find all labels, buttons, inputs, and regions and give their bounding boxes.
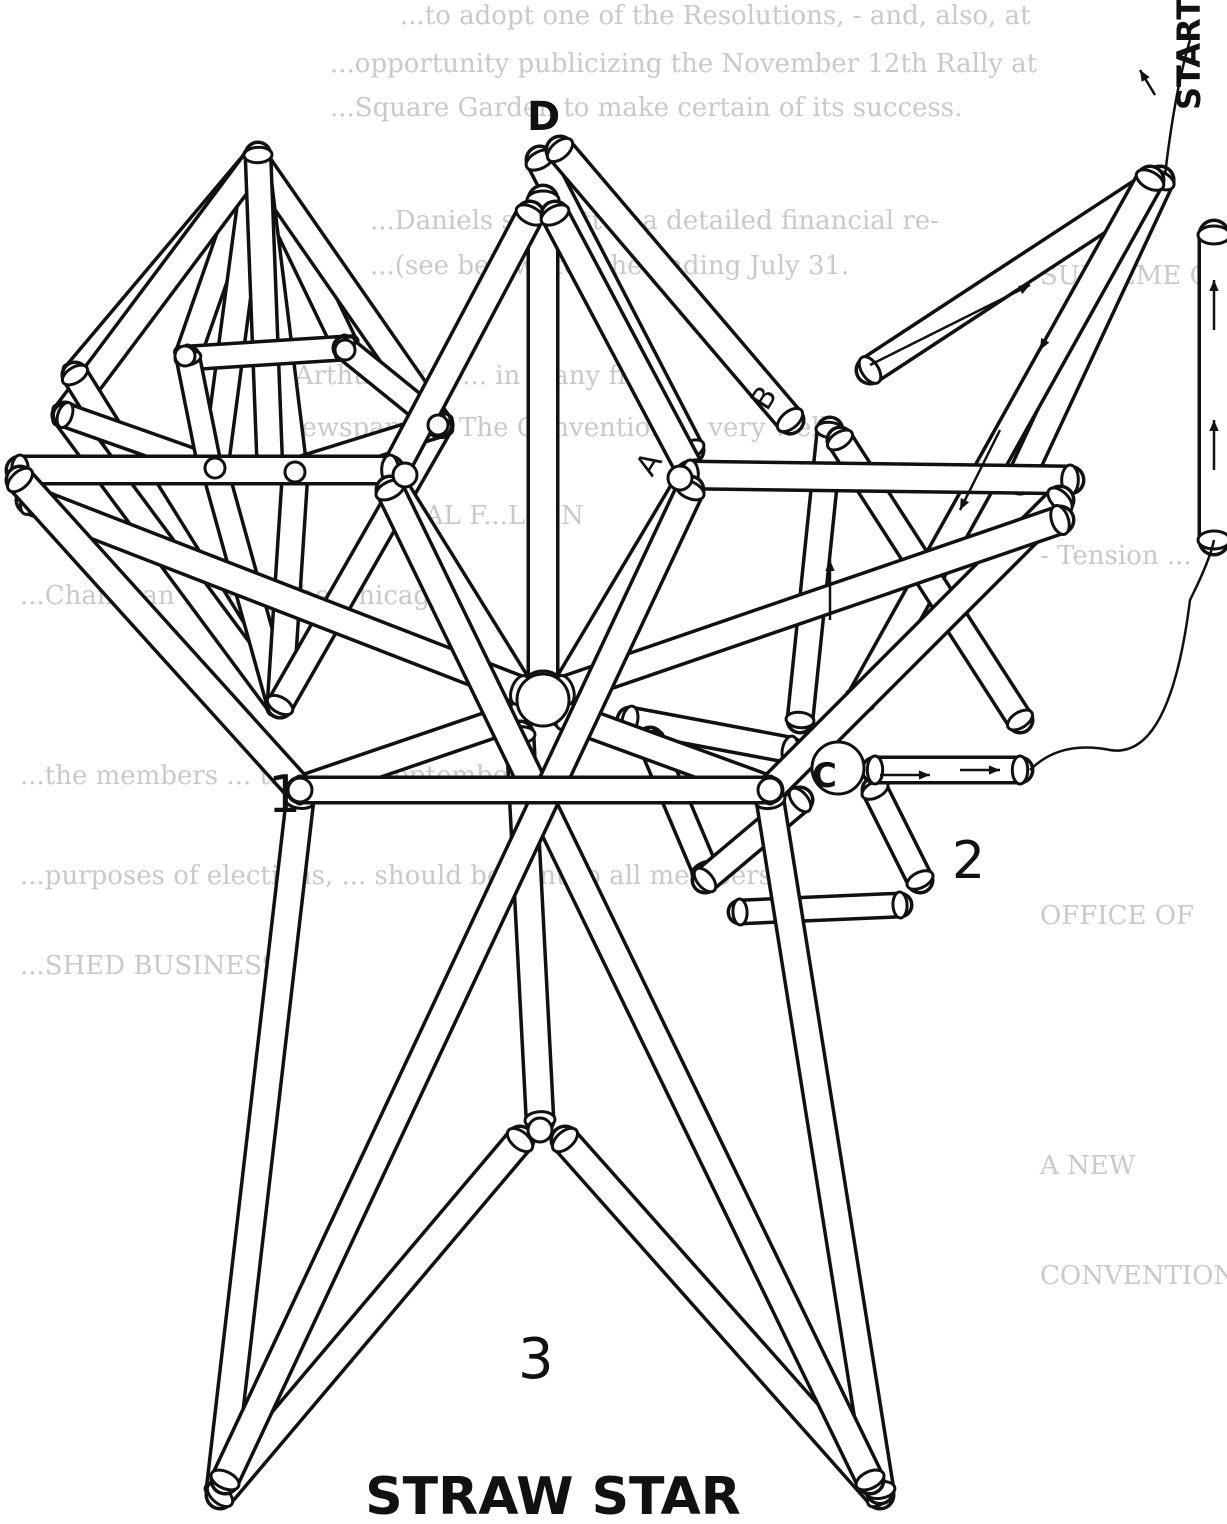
fig3-joint bbox=[393, 463, 417, 487]
fig1-joint bbox=[428, 415, 448, 435]
fig3-center-hub bbox=[517, 674, 569, 726]
fig3-edge bbox=[292, 776, 777, 804]
fig3-spoke bbox=[527, 191, 559, 689]
fig3-joint bbox=[528, 1118, 552, 1142]
label-d: D bbox=[527, 94, 560, 140]
fig1-joint bbox=[175, 346, 195, 366]
fig1-joint bbox=[335, 340, 355, 360]
fig2-straw bbox=[843, 165, 1167, 714]
label-start: START bbox=[1170, 0, 1208, 110]
fig1-joint bbox=[205, 458, 225, 478]
fig2-loop-thread bbox=[1030, 540, 1214, 770]
step-number-3: 3 bbox=[518, 1327, 554, 1392]
fig2-straw bbox=[867, 756, 1027, 784]
figure-title: STRAW STAR bbox=[365, 1467, 741, 1524]
fig2-arrow bbox=[870, 285, 1030, 365]
step-number-2: 2 bbox=[952, 831, 985, 891]
fig3-joint bbox=[758, 778, 782, 802]
fig2-vertical-straw bbox=[1198, 226, 1227, 549]
step-number-1: 1 bbox=[268, 765, 301, 825]
fig3-edge bbox=[378, 201, 547, 485]
fig3-edge bbox=[681, 460, 1078, 495]
fig3-joint bbox=[668, 466, 692, 490]
fig2-loose-straw bbox=[732, 892, 907, 926]
fig2-straw bbox=[859, 777, 936, 893]
label-c: C bbox=[812, 756, 837, 796]
fig1-joint bbox=[285, 462, 305, 482]
